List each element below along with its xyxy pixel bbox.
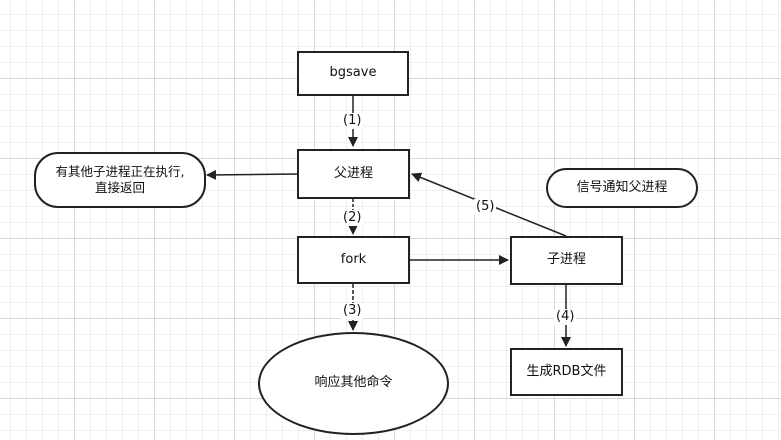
fork-node: fork	[297, 236, 410, 284]
bgsave-label: bgsave	[329, 65, 377, 81]
edge-label-step5: (5)	[474, 199, 497, 215]
other-child-running-node: 有其他子进程正在执行, 直接返回	[34, 152, 206, 208]
child-process-node: 子进程	[510, 236, 623, 285]
child-process-label: 子进程	[546, 252, 586, 268]
edge-label-step2: (2)	[341, 210, 364, 226]
parent-process-label: 父进程	[333, 165, 373, 181]
fork-label: fork	[340, 251, 367, 267]
rdb-file-node: 生成RDB文件	[510, 348, 623, 396]
other-child-running-label: 有其他子进程正在执行, 直接返回	[55, 163, 185, 195]
edge-label-step4: (4)	[554, 309, 577, 325]
signal-parent-node: 信号通知父进程	[546, 168, 698, 208]
parent-process-node: 父进程	[297, 149, 410, 199]
respond-commands-node: 响应其他命令	[258, 332, 449, 435]
signal-parent-label: 信号通知父进程	[576, 179, 668, 195]
edge-parent-to-other-child	[206, 169, 298, 180]
bgsave-node: bgsave	[297, 51, 409, 96]
edge-label-step3: (3)	[341, 303, 364, 319]
respond-commands-label: 响应其他命令	[314, 375, 393, 391]
rdb-file-label: 生成RDB文件	[526, 363, 607, 379]
edge-label-step1: (1)	[341, 113, 364, 129]
